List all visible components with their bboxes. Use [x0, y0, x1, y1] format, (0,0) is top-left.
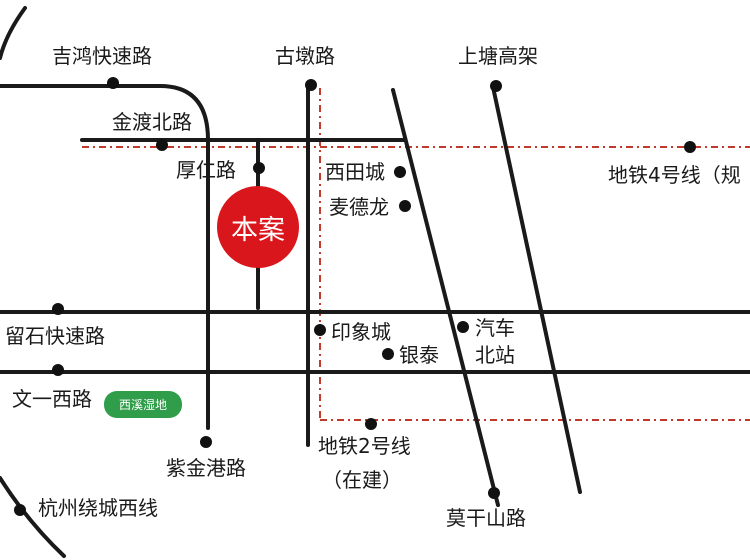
- dot-liushi: [52, 303, 64, 315]
- dot-xitiancheng: [394, 166, 406, 178]
- dot-moganshan: [488, 487, 500, 499]
- dot-wenyi: [52, 364, 64, 376]
- dot-yinxiangcheng: [314, 324, 326, 336]
- dot-zijingang: [200, 436, 212, 448]
- road-ring-west-top: [0, 6, 27, 60]
- wetland-badge: 西溪湿地: [104, 391, 182, 418]
- dot-qiche: [457, 321, 469, 333]
- label-zijingang-road: 紫金港路: [166, 456, 246, 480]
- label-under-construction: （在建）: [322, 468, 402, 492]
- dot-gudun: [305, 79, 317, 91]
- label-bus-station-line1: 汽车: [475, 316, 515, 340]
- label-xitiancheng: 西田城: [325, 160, 385, 184]
- road-shangtang-elevated: [491, 85, 582, 494]
- label-maidelong: 麦德龙: [329, 195, 389, 219]
- road-moganshan: [391, 88, 500, 507]
- label-wenyi-west-road: 文一西路: [12, 387, 92, 411]
- label-shangtang-elevated: 上塘高架: [458, 44, 538, 68]
- label-bus-station-line2: 北站: [475, 343, 515, 367]
- label-metro-line-2: 地铁2号线: [318, 434, 411, 458]
- label-yinxiangcheng: 印象城: [331, 320, 391, 344]
- dot-jindu: [156, 139, 168, 151]
- dot-metro2: [365, 418, 377, 430]
- road-jihong-expressway: [0, 84, 210, 430]
- label-liushi-expressway: 留石快速路: [5, 324, 105, 348]
- project-marker: 本案: [217, 186, 299, 268]
- label-jindu-north-road: 金渡北路: [112, 110, 192, 134]
- dot-metro4: [684, 141, 696, 153]
- label-metro-line-4: 地铁4号线（规: [608, 163, 741, 187]
- label-hangzhou-ring-west: 杭州绕城西线: [38, 496, 158, 520]
- dot-houren: [253, 162, 265, 174]
- dot-jihong: [107, 77, 119, 89]
- label-houren-road: 厚仁路: [176, 158, 236, 182]
- dot-maidelong: [399, 200, 411, 212]
- label-jihong-expressway: 吉鸿快速路: [52, 44, 152, 68]
- label-moganshan-road: 莫干山路: [446, 506, 526, 530]
- label-gudun-road: 古墩路: [275, 44, 335, 68]
- label-yintai: 银泰: [399, 343, 439, 367]
- dot-yintai: [382, 348, 394, 360]
- dot-shangtang: [490, 80, 502, 92]
- dot-hangzhou-ring: [14, 504, 26, 516]
- road-ring-west-bottom: [0, 476, 66, 558]
